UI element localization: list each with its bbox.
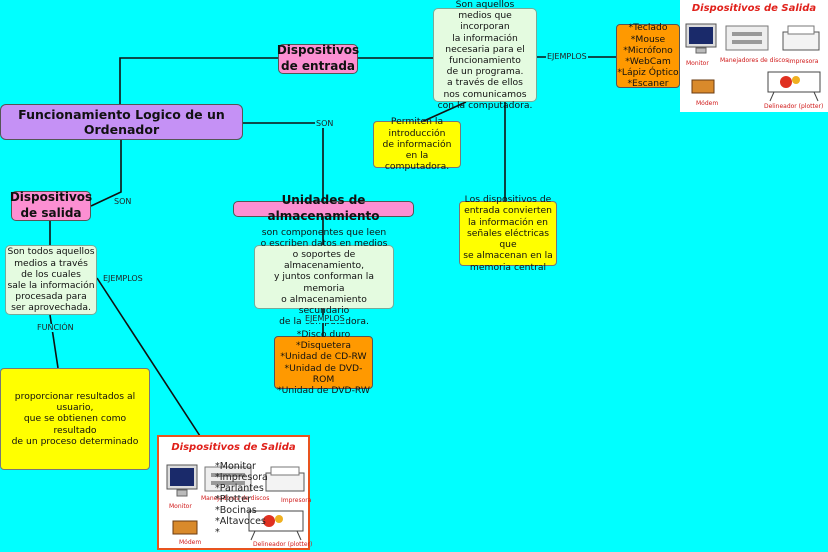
plotter-icon	[767, 71, 821, 102]
manejadores-label: Manejadores de discos	[720, 57, 789, 64]
entrada-definition-text: Son aquellos medios que incorporan la in…	[437, 0, 533, 111]
modem-icon	[172, 520, 198, 535]
printer-icon	[265, 466, 305, 492]
monitor-icon	[685, 23, 717, 54]
delineador-label: Delineador (plotter)	[253, 541, 313, 548]
salida-definition-text: Son todos aquellos medios a través de lo…	[7, 246, 95, 314]
disk-drive-icon	[204, 466, 252, 492]
almacenamiento-examples[interactable]: *Disco duro *Disquetera *Unidad de CD-RW…	[274, 329, 373, 396]
salida-examples-overlay: *Monitor *Impresora *Parlantes *Plotter …	[215, 461, 268, 539]
entrada-examples[interactable]: *Teclado *Mouse *Micrófono *WebCam *Lápi…	[616, 22, 680, 90]
almacenamiento-node-label: Unidades de almacenamiento	[267, 193, 380, 223]
entrada-definition[interactable]: Son aquellos medios que incorporan la in…	[433, 0, 537, 111]
link-label-ejemplos-entrada: EJEMPLOS	[546, 52, 588, 61]
entrada-note-permiten[interactable]: Permiten la introducción de información …	[373, 116, 461, 172]
salida-definition[interactable]: Son todos aquellos medios a través de lo…	[5, 245, 97, 315]
almacenamiento-examples-text: *Disco duro *Disquetera *Unidad de CD-RW…	[277, 328, 370, 396]
impresora-label: Impresora	[788, 58, 819, 65]
output-devices-picture-bottom: Dispositivos de Salida Monitor Manejador…	[157, 435, 313, 550]
monitor-icon	[166, 464, 198, 497]
salida-function[interactable]: proporcionar resultados al usuario, que …	[0, 368, 150, 470]
link-label-son-almacenamiento: SON	[315, 119, 335, 128]
disk-drive-icon	[725, 25, 769, 51]
entrada-examples-text: *Teclado *Mouse *Micrófono *WebCam *Lápi…	[617, 22, 679, 90]
modem-label: Módem	[696, 100, 719, 107]
almacenamiento-node[interactable]: Unidades de almacenamiento	[233, 193, 414, 223]
picture-title: Dispositivos de Salida	[691, 3, 817, 14]
picture-title-bottom: Dispositivos de Salida	[171, 442, 296, 453]
entrada-note-convierten-text: Los dispositivos de entrada convierten l…	[463, 194, 553, 273]
link-label-funcion: FUNCIÓN	[36, 323, 75, 332]
root-node-label: Funcionamiento Logico de un Ordenador	[18, 106, 225, 137]
salida-function-text: proporcionar resultados al usuario, que …	[11, 390, 139, 447]
entrada-node-label: Dispositivos de entrada	[276, 43, 360, 73]
entrada-note-permiten-text: Permiten la introducción de información …	[382, 116, 452, 173]
salida-node-label: Dispositivos de salida	[9, 190, 93, 220]
entrada-node[interactable]: Dispositivos de entrada	[276, 43, 360, 74]
root-node[interactable]: Funcionamiento Logico de un Ordenador	[0, 104, 243, 140]
plotter-icon	[248, 510, 304, 541]
link-label-ejemplos-almacenamiento: EJEMPLOS	[304, 314, 346, 323]
impresora-label: Impresora	[281, 497, 312, 504]
modem-label: Módem	[179, 539, 202, 546]
monitor-label: Monitor	[169, 503, 192, 510]
salida-node[interactable]: Dispositivos de salida	[9, 190, 93, 221]
output-devices-picture-top: Dispositivos de Salida Monitor Manejador…	[680, 0, 828, 112]
manejadores-label: Manejadores de discos	[201, 495, 270, 502]
link-label-son-salida: SON	[113, 197, 133, 206]
link-label-ejemplos-salida: EJEMPLOS	[102, 274, 144, 283]
entrada-note-convierten[interactable]: Los dispositivos de entrada convierten l…	[459, 194, 557, 273]
almacenamiento-definition[interactable]: son componentes que leen o escriben dato…	[254, 227, 394, 327]
almacenamiento-definition-text: son componentes que leen o escriben dato…	[260, 226, 388, 328]
monitor-label: Monitor	[686, 60, 709, 67]
delineador-label: Delineador (plotter)	[764, 103, 824, 110]
modem-icon	[691, 79, 715, 94]
printer-icon	[782, 25, 820, 51]
